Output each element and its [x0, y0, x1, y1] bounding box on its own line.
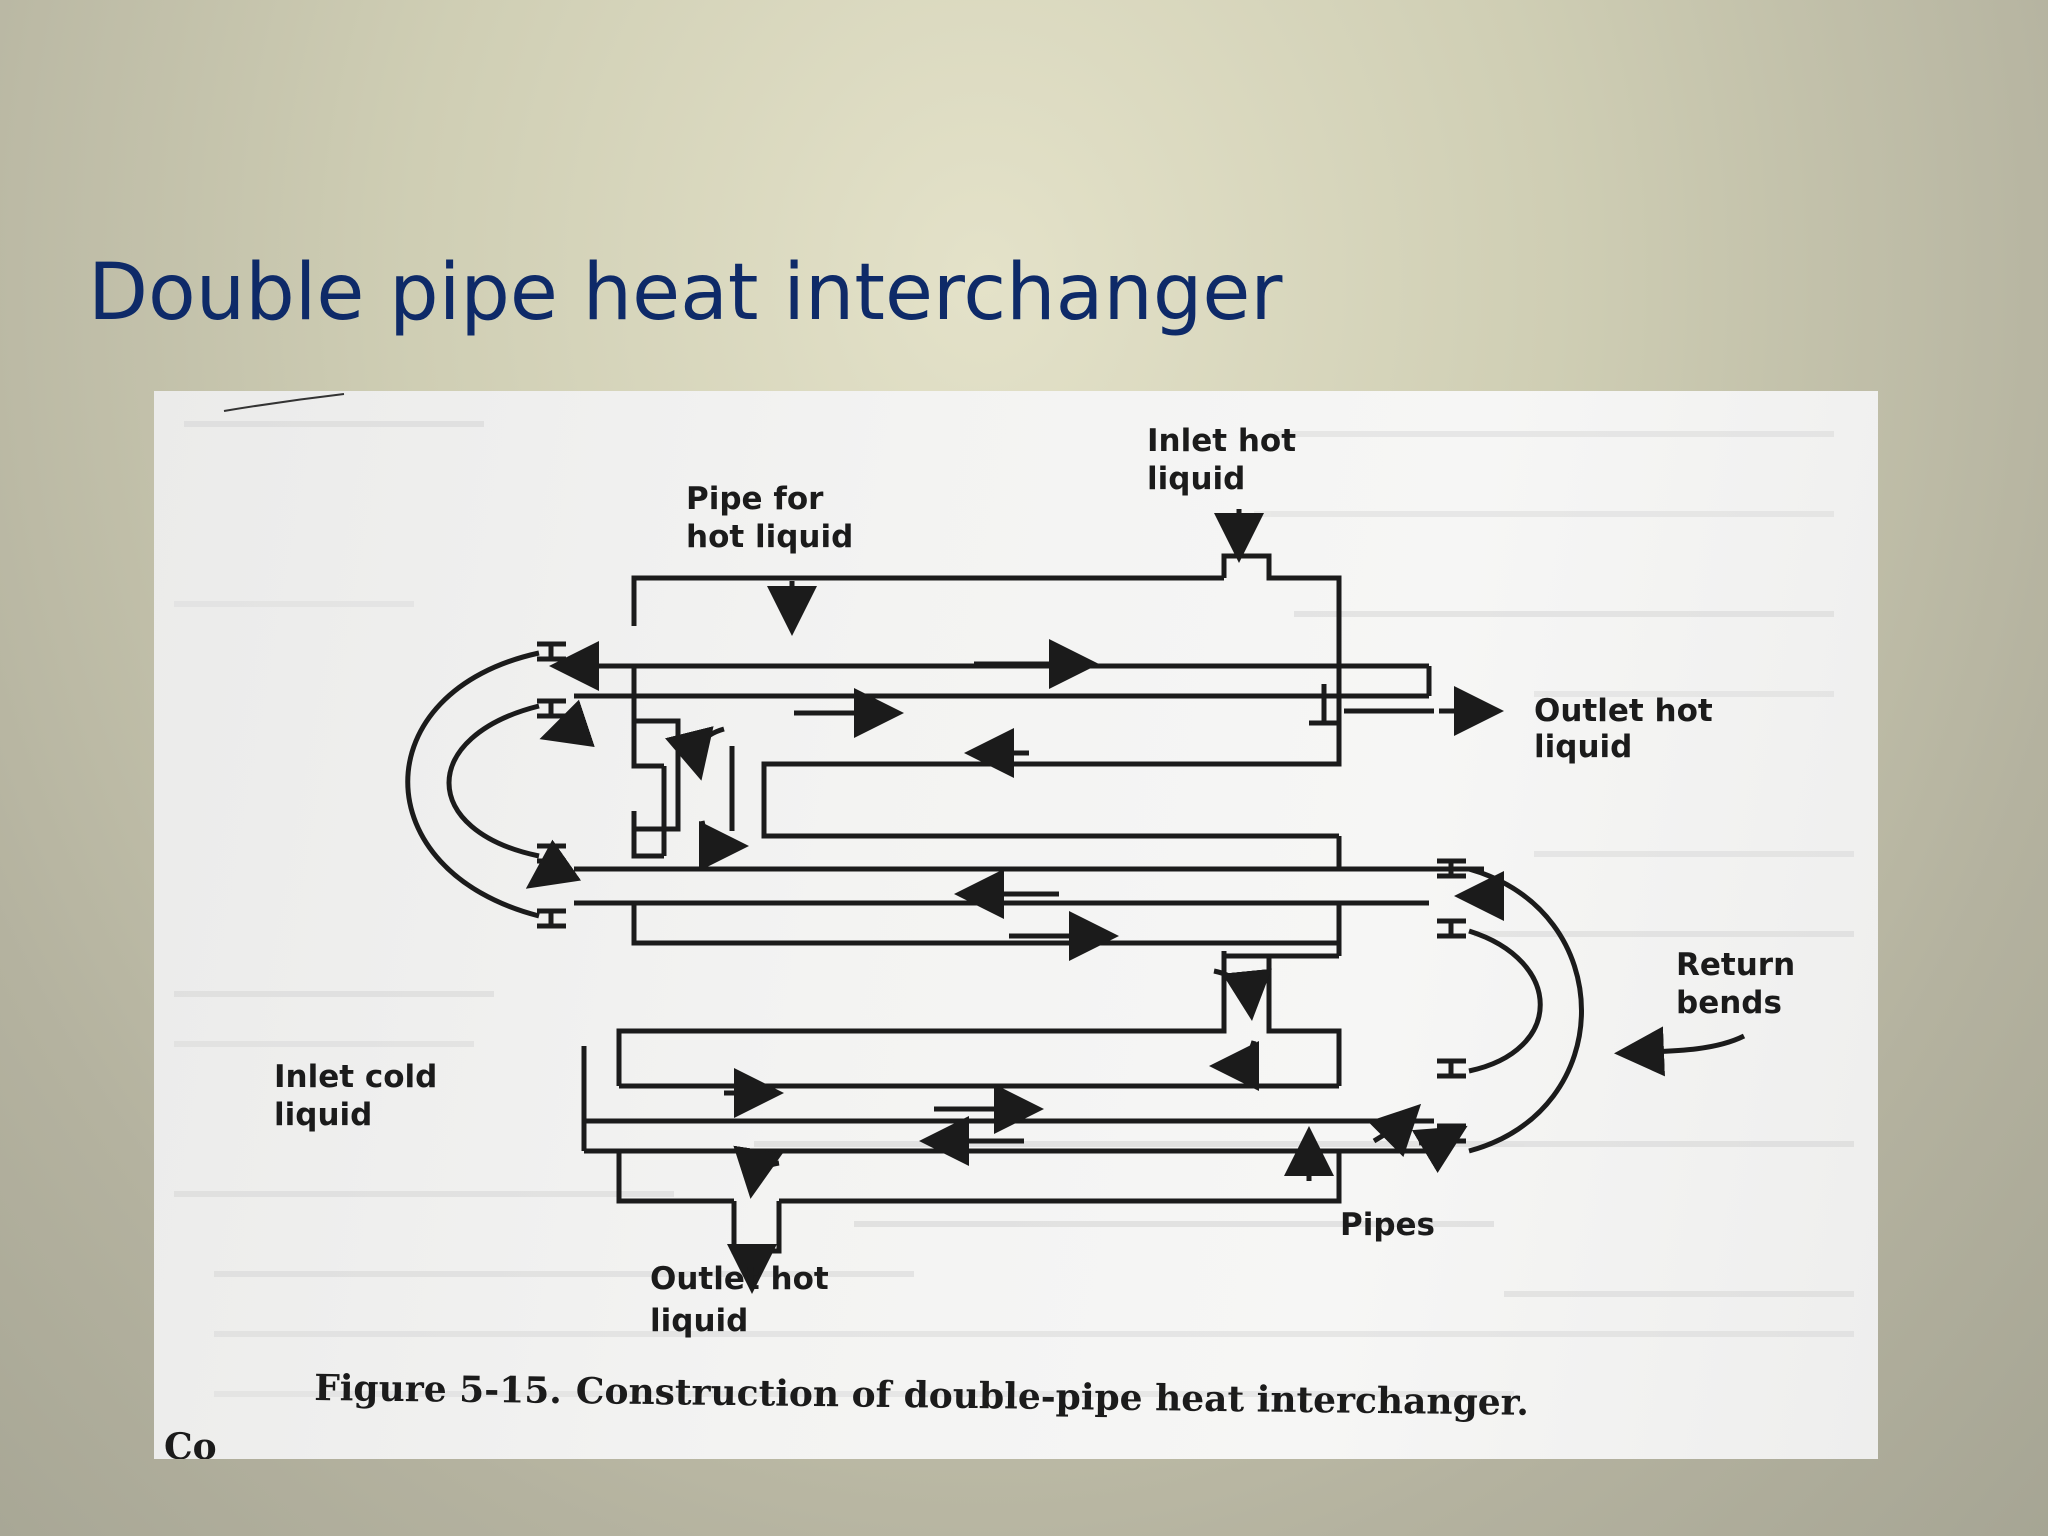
return-bends	[405, 650, 1584, 1154]
flow-arrows	[525, 509, 1746, 1294]
figure-photo: Co	[154, 391, 1878, 1459]
svg-text:Pipe for: Pipe for	[686, 481, 824, 517]
svg-text:Return: Return	[1676, 947, 1795, 983]
slide-title: Double pipe heat interchanger	[88, 248, 1283, 338]
svg-text:liquid: liquid	[1534, 729, 1632, 765]
label-pipes: Pipes	[1340, 1207, 1435, 1243]
cut-off-text: Co	[164, 1426, 217, 1459]
svg-text:bends: bends	[1676, 985, 1782, 1021]
label-inlet-hot-line2: liquid	[1147, 461, 1245, 497]
svg-text:liquid: liquid	[1147, 461, 1245, 497]
label-outlet-hot-bottom-line1: Outlet hot	[650, 1261, 829, 1297]
svg-text:hot liquid: hot liquid	[686, 519, 853, 555]
svg-text:Figure 5-15.Construction of do: Figure 5-15. Construction of double-pipe …	[314, 1367, 1529, 1424]
bleed-through-text	[174, 421, 1854, 1397]
svg-text:Inlet hot: Inlet hot	[1147, 423, 1296, 459]
label-outlet-hot-right-line2: liquid	[1534, 729, 1632, 765]
label-return-bends-line1: Return	[1676, 947, 1795, 983]
label-inlet-hot-line1: Inlet hot	[1147, 423, 1296, 459]
label-pipe-for-hot-line2: hot liquid	[686, 519, 853, 555]
svg-text:liquid: liquid	[650, 1303, 748, 1339]
figure-caption: Figure 5-15. Construction of double-pipe …	[314, 1367, 1529, 1424]
svg-text:liquid: liquid	[274, 1097, 372, 1133]
svg-text:Outlet hot: Outlet hot	[650, 1261, 829, 1297]
caption-text: Construction of double-pipe heat interch…	[576, 1370, 1530, 1424]
diagram-labels: Inlet hot liquid Pipe for hot liquid Out…	[274, 423, 1795, 1339]
svg-text:Outlet hot: Outlet hot	[1534, 693, 1713, 729]
label-inlet-cold-line1: Inlet cold	[274, 1059, 437, 1095]
label-inlet-cold-line2: liquid	[274, 1097, 372, 1133]
heat-exchanger-diagram: Co	[164, 393, 1854, 1459]
label-outlet-hot-bottom-line2: liquid	[650, 1303, 748, 1339]
label-return-bends-line2: bends	[1676, 985, 1782, 1021]
label-pipe-for-hot-line1: Pipe for	[686, 481, 824, 517]
label-outlet-hot-right-line1: Outlet hot	[1534, 693, 1713, 729]
caption-number: Figure 5-15.	[314, 1367, 562, 1412]
svg-text:Inlet cold: Inlet cold	[274, 1059, 437, 1095]
